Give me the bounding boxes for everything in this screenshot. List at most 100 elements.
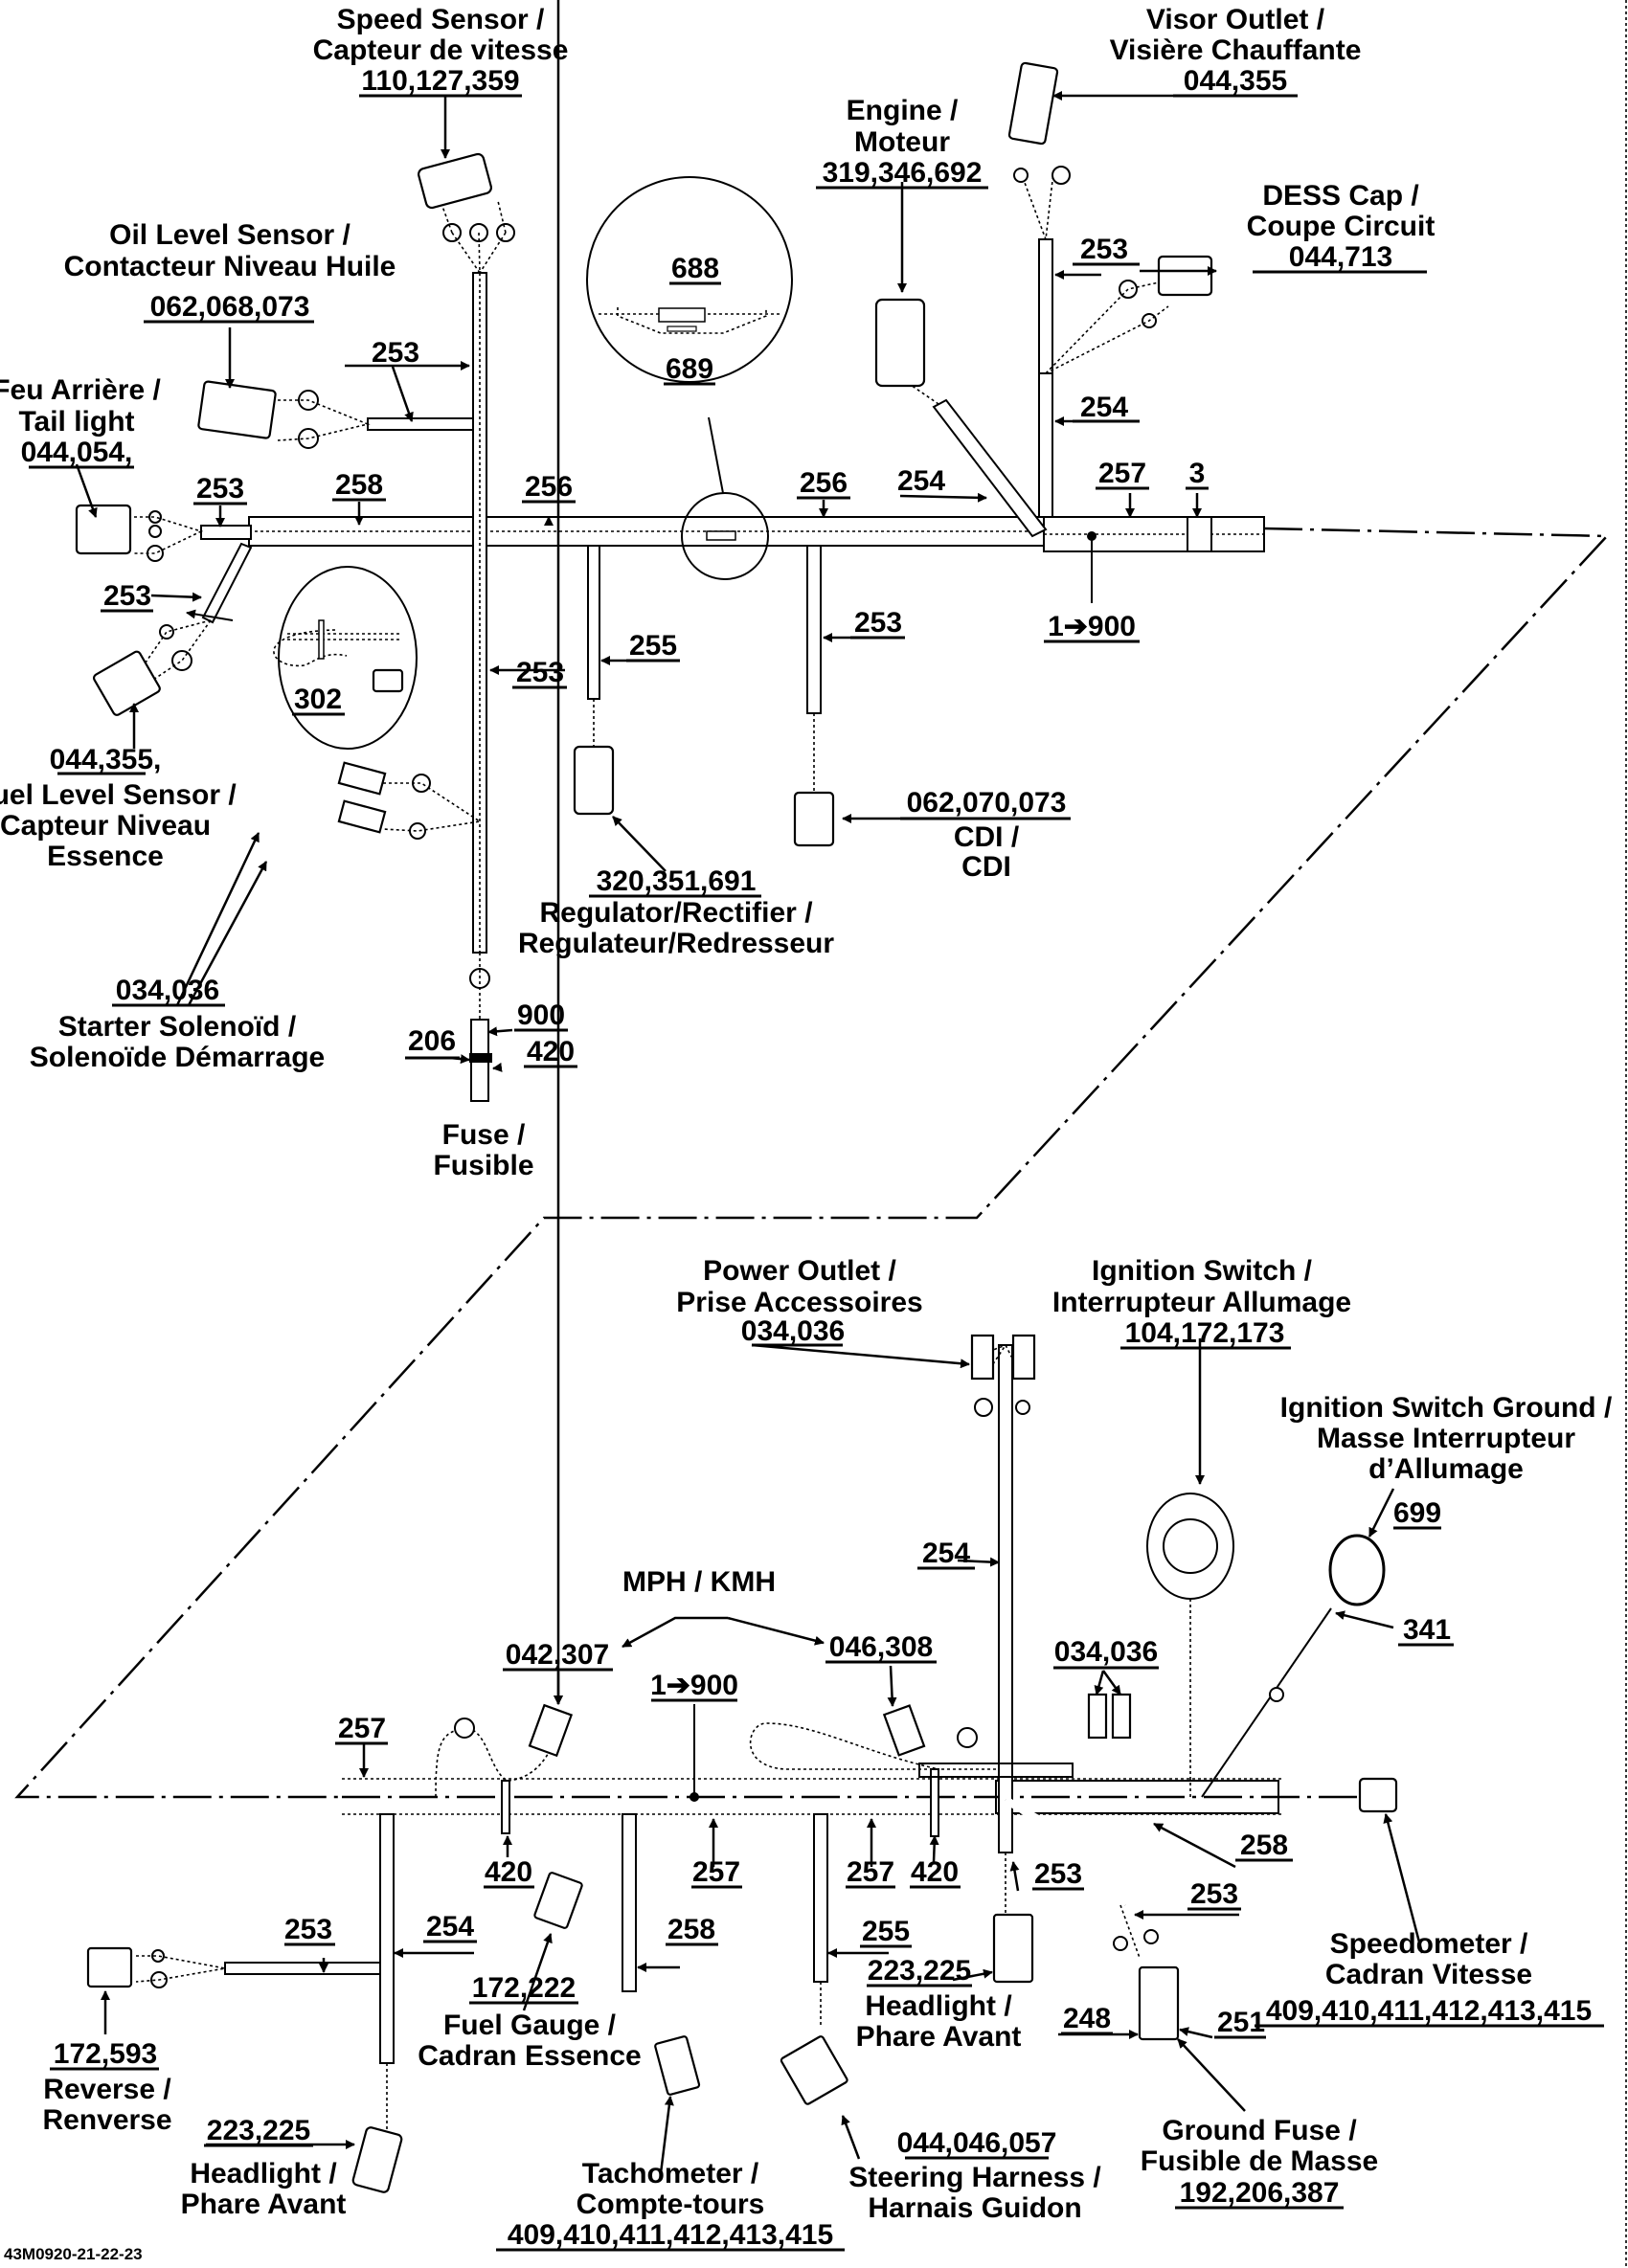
svg-text:248: 248 (1063, 2003, 1111, 2034)
svg-text:Prise Accessoires: Prise Accessoires (676, 1287, 922, 1318)
svg-text:253: 253 (196, 473, 244, 505)
speedometer-connector (1358, 1777, 1398, 1813)
svg-text:257: 257 (847, 1856, 894, 1888)
ground-fuse-label: Ground Fuse / (1162, 2115, 1357, 2146)
dess-connector (1157, 255, 1213, 297)
svg-text:Visière Chauffante: Visière Chauffante (1110, 34, 1362, 66)
svg-text:251: 251 (1217, 2007, 1265, 2038)
svg-text:253: 253 (103, 580, 151, 612)
svg-text:062,068,073: 062,068,073 (150, 291, 310, 323)
svg-text:Fusible: Fusible (433, 1150, 533, 1181)
fuse-label: Fuse / (442, 1119, 526, 1151)
headlight-left-label: Headlight / (190, 2158, 337, 2189)
svg-text:699: 699 (1393, 1497, 1441, 1529)
svg-text:Solenoïde Démarrage: Solenoïde Démarrage (30, 1042, 325, 1073)
regulator-connector (573, 745, 615, 816)
svg-text:255: 255 (862, 1916, 910, 1947)
fuel-level-label: Fuel Level Sensor / (0, 779, 237, 811)
fuel-level-connector (92, 650, 161, 716)
mph-connector-a (528, 1703, 574, 1758)
svg-text:254: 254 (922, 1538, 970, 1569)
svg-text:223,225: 223,225 (868, 1955, 971, 1987)
accessory-connector-b (1111, 1693, 1132, 1740)
leader-arrows (75, 0, 1424, 2174)
detail-302 (186, 566, 418, 750)
svg-text:420: 420 (527, 1036, 575, 1067)
svg-text:257: 257 (692, 1856, 740, 1888)
svg-text:034,036: 034,036 (1054, 1636, 1158, 1668)
svg-text:258: 258 (335, 469, 383, 501)
svg-text:Moteur: Moteur (854, 126, 950, 158)
speedometer-label: Speedometer / (1330, 1928, 1528, 1960)
svg-text:Phare Avant: Phare Avant (856, 2021, 1022, 2053)
headlight-right-connector (992, 1913, 1034, 1984)
svg-text:253: 253 (854, 607, 902, 639)
svg-text:Phare Avant: Phare Avant (181, 2189, 347, 2220)
svg-text:257: 257 (338, 1713, 386, 1744)
svg-text:253: 253 (516, 657, 564, 688)
oil-sensor-connector (197, 380, 277, 439)
bottom-main-harness (135, 1343, 1386, 2140)
engine-connector (874, 298, 926, 388)
power-outlet-label: Power Outlet / (703, 1255, 896, 1287)
svg-text:253: 253 (284, 1914, 332, 1945)
section-divider (14, 527, 1610, 1799)
svg-text:d’Allumage: d’Allumage (1368, 1453, 1524, 1485)
svg-text:Cadran Essence: Cadran Essence (418, 2040, 641, 2072)
svg-text:Masse Interrupteur: Masse Interrupteur (1317, 1423, 1575, 1454)
engine-label: Engine / (847, 95, 959, 126)
starter-label: Starter Solenoïd / (58, 1011, 297, 1043)
svg-text:192,206,387: 192,206,387 (1180, 2177, 1340, 2209)
mph-kmh-label: MPH / KMH (622, 1566, 776, 1598)
svg-text:302: 302 (294, 684, 342, 715)
svg-text:256: 256 (800, 467, 848, 499)
svg-text:Regulateur/Redresseur: Regulateur/Redresseur (518, 928, 834, 959)
tachometer-label: Tachometer / (582, 2158, 759, 2189)
svg-text:Renverse: Renverse (42, 2104, 171, 2136)
visor-connector (1007, 61, 1059, 146)
svg-text:044,046,057: 044,046,057 (897, 2127, 1057, 2159)
svg-text:Essence: Essence (47, 841, 164, 872)
svg-text:044,355,: 044,355, (50, 744, 162, 775)
svg-text:1➔900: 1➔900 (650, 1670, 738, 1701)
power-outlet-connector-a (970, 1334, 995, 1381)
power-outlet-connector-b (1011, 1334, 1036, 1381)
svg-text:Contacteur Niveau Huile: Contacteur Niveau Huile (64, 251, 396, 282)
svg-text:253: 253 (1034, 1858, 1082, 1890)
headlight-left-connector (351, 2126, 403, 2193)
dess-label: DESS Cap / (1262, 180, 1419, 212)
tail-light-connector (75, 504, 132, 555)
svg-text:062,070,073: 062,070,073 (907, 787, 1067, 819)
svg-text:042,307: 042,307 (506, 1639, 609, 1671)
steering-label: Steering Harness / (848, 2162, 1101, 2193)
part-3-sleeve (1187, 516, 1212, 552)
steering-connector (780, 2035, 848, 2105)
speed-sensor-codes: 110,127,359 (361, 65, 519, 97)
svg-text:044,054,: 044,054, (21, 437, 133, 468)
drawing-code: 43M0920-21-22-23 (4, 2245, 143, 2263)
svg-text:Capteur Niveau: Capteur Niveau (0, 810, 211, 842)
svg-text:1➔900: 1➔900 (1048, 611, 1136, 642)
starter-connector-a (337, 761, 387, 796)
headlight-right-label: Headlight / (865, 1990, 1012, 2022)
svg-text:034,036: 034,036 (741, 1315, 845, 1347)
svg-text:172,593: 172,593 (54, 2038, 157, 2070)
svg-text:341: 341 (1403, 1614, 1451, 1646)
svg-text:104,172,173: 104,172,173 (1125, 1317, 1285, 1349)
svg-text:255: 255 (629, 630, 677, 662)
speed-sensor-label: Speed Sensor / (337, 4, 545, 35)
svg-text:254: 254 (426, 1911, 474, 1942)
svg-text:319,346,692: 319,346,692 (823, 157, 983, 189)
cdi-connector (793, 791, 835, 847)
ignition-ground-label: Ignition Switch Ground / (1280, 1392, 1613, 1424)
visor-label: Visor Outlet / (1146, 4, 1325, 35)
reverse-label: Reverse / (43, 2074, 171, 2105)
svg-text:257: 257 (1098, 458, 1146, 489)
bottom-labels: Power Outlet / Prise Accessoires 034,036… (4, 1255, 1613, 2263)
svg-text:253: 253 (1080, 234, 1128, 265)
tail-light-label: Feu Arrière / (0, 374, 161, 406)
svg-text:688: 688 (671, 253, 719, 284)
svg-text:044,713: 044,713 (1289, 241, 1392, 273)
svg-text:256: 256 (525, 471, 573, 503)
